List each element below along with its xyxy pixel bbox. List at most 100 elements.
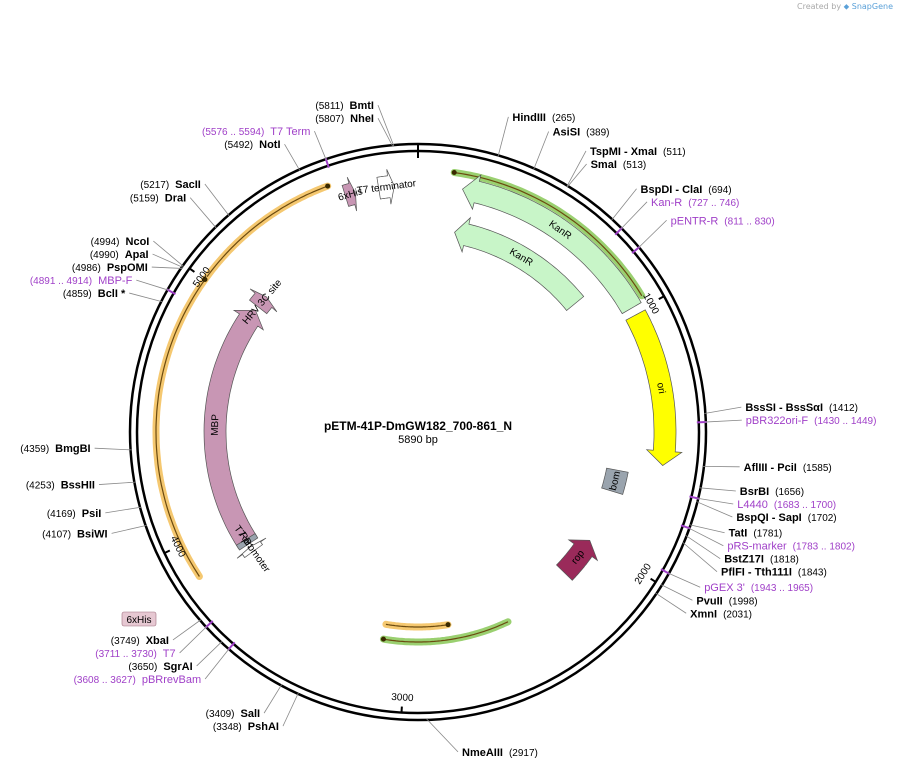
enzyme-label-asisi[interactable]: AsiSI(389) <box>553 126 610 138</box>
enzyme-label-nmeaiii[interactable]: NmeAIII(2917) <box>462 747 538 759</box>
enzyme-name: BspDI - ClaI <box>641 184 703 196</box>
enzyme-label-bspdi-clai[interactable]: BspDI - ClaI(694) <box>641 184 732 196</box>
enzyme-label-bsiwi[interactable]: BsiWI(4107) <box>42 528 107 540</box>
enzyme-position: (4990) <box>90 250 119 261</box>
enzyme-label-xmni[interactable]: XmnI(2031) <box>690 608 752 620</box>
primer-label-pentr-r[interactable]: pENTR-R (811 .. 830) <box>671 215 775 227</box>
enzyme-position: (3348) <box>213 722 242 733</box>
enzyme-label-psii[interactable]: PsiI(4169) <box>47 508 101 520</box>
feature-ori[interactable] <box>625 309 683 466</box>
label-leader-line <box>153 240 184 267</box>
enzyme-name: BspQI - SapI <box>736 512 801 524</box>
enzyme-label-tspmi-xmai[interactable]: TspMI - XmaI(511) <box>590 146 686 158</box>
primer-label-t7[interactable]: T7(3711 .. 3730) <box>95 648 175 660</box>
extra-6xhis-label: 6xHis <box>121 611 157 627</box>
orf-arrow-tip <box>445 622 451 628</box>
label-leader-line <box>533 131 549 170</box>
enzyme-label-drai[interactable]: DraI(5159) <box>130 193 186 205</box>
enzyme-name: SgrAI <box>163 661 192 673</box>
orf-arc-line <box>454 171 643 297</box>
enzyme-label-smai[interactable]: SmaI(513) <box>591 159 647 171</box>
enzyme-label-sali[interactable]: SalI(3409) <box>206 708 260 720</box>
primer-label-pgex-3[interactable]: pGEX 3'(1943 .. 1965) <box>704 582 813 594</box>
label-leader-line <box>637 219 667 249</box>
label-leader-line <box>204 183 230 217</box>
enzyme-name: HindIII <box>512 112 546 124</box>
label-leader-line <box>688 527 724 547</box>
enzyme-position: (513) <box>623 160 646 171</box>
enzyme-name: PvuII <box>696 595 722 607</box>
enzyme-label-sacii[interactable]: SacII(5217) <box>140 179 201 191</box>
enzyme-label-pvuii[interactable]: PvuII(1998) <box>696 595 757 607</box>
primer-label-pbr322ori-f[interactable]: pBR322ori-F(1430 .. 1449) <box>746 415 877 427</box>
enzyme-label-bstz17i[interactable]: BstZ17I(1818) <box>724 554 799 566</box>
feature-t7-promoter[interactable] <box>236 537 267 559</box>
feature-bom[interactable] <box>601 467 629 495</box>
enzyme-name: AflIII - PciI <box>744 462 797 474</box>
enzyme-label-hindiii[interactable]: HindIII(265) <box>512 112 575 124</box>
enzyme-position: (1818) <box>770 555 799 566</box>
primer-name: pBR322ori-F <box>746 415 809 427</box>
orf-arc-halo <box>152 276 209 580</box>
label-leader-line <box>284 143 301 171</box>
feature-mbp[interactable] <box>203 309 265 549</box>
feature-hrv-3c-site[interactable] <box>249 288 278 315</box>
enzyme-label-bcli[interactable]: BclI *(4859) <box>63 288 126 300</box>
primer-range: (1943 .. 1965) <box>751 583 813 594</box>
enzyme-label-noti[interactable]: NotI(5492) <box>224 139 280 151</box>
primer-range: (811 .. 830) <box>724 216 774 227</box>
primer-label-mbp-f[interactable]: MBP-F(4891 .. 4914) <box>30 275 133 287</box>
label-leader-line <box>567 163 587 188</box>
primer-name: MBP-F <box>98 275 133 287</box>
primer-label-prs-marker[interactable]: pRS-marker(1783 .. 1802) <box>727 541 855 553</box>
label-leader-line <box>94 447 132 451</box>
enzyme-label-bmti[interactable]: BmtI(5811) <box>315 100 374 112</box>
enzyme-name: NheI <box>350 113 374 125</box>
enzyme-position: (3409) <box>206 709 235 720</box>
feature-rbs[interactable] <box>235 532 259 551</box>
primer-name: pRS-marker <box>727 541 787 553</box>
snapgene-credit: Created by ⬥ SnapGene <box>797 2 893 12</box>
enzyme-position: (511) <box>663 147 686 158</box>
orf-arrow-tip <box>380 636 386 642</box>
enzyme-position: (1585) <box>803 463 832 474</box>
feature-kanr[interactable] <box>462 174 642 315</box>
plasmid-length: 5890 bp <box>398 434 438 446</box>
enzyme-label-tati[interactable]: TatI(1781) <box>729 528 783 540</box>
feature-rop[interactable] <box>556 539 599 581</box>
enzyme-label-ncoi[interactable]: NcoI(4994) <box>91 236 150 248</box>
primer-label-pbrrevbam[interactable]: pBRrevBam(3608 .. 3627) <box>74 674 202 686</box>
enzyme-name: XmnI <box>690 608 717 620</box>
label-leader-line <box>111 524 147 534</box>
feature-kanr[interactable] <box>454 216 585 311</box>
enzyme-label-bsrbi[interactable]: BsrBI(1656) <box>740 486 804 498</box>
primer-label-l4440[interactable]: L4440(1683 .. 1700) <box>737 499 836 511</box>
label-leader-line <box>377 105 395 147</box>
primer-label-t7-term[interactable]: T7 Term(5576 .. 5594) <box>202 126 310 138</box>
enzyme-label-bsssi-bsss-i[interactable]: BssSI - BssSαI(1412) <box>745 402 858 414</box>
snapgene-logo-icon: ⬥ <box>843 2 850 11</box>
enzyme-position: (3650) <box>128 662 157 673</box>
enzyme-label-pflfi-tth111i[interactable]: PflFI - Tth111I(1843) <box>721 567 827 579</box>
leader-layer <box>94 105 742 753</box>
enzyme-label-pspomi[interactable]: PspOMI(4986) <box>72 262 148 274</box>
enzyme-label-afliii-pcii[interactable]: AflIII - PciI (1585) <box>744 462 832 474</box>
enzyme-label-nhei[interactable]: NheI(5807) <box>315 113 374 125</box>
enzyme-label-sgrai[interactable]: SgrAI (3650) <box>128 661 192 673</box>
label-leader-line <box>682 542 718 573</box>
enzyme-label-apai[interactable]: ApaI(4990) <box>90 249 149 261</box>
enzyme-label-bmgbi[interactable]: BmgBI(4359) <box>20 443 90 455</box>
enzyme-label-pshai[interactable]: PshAI(3348) <box>213 721 279 733</box>
enzyme-label-xbai[interactable]: XbaI(3749) <box>111 635 169 647</box>
enzyme-position: (1412) <box>829 403 858 414</box>
enzyme-label-bsshii[interactable]: BssHII(4253) <box>26 480 95 492</box>
feature-t7-terminator[interactable] <box>376 169 395 205</box>
feature-6xhis[interactable] <box>341 176 357 212</box>
orf-arrow-tip <box>202 276 208 282</box>
enzyme-name: BsrBI <box>740 486 769 498</box>
enzyme-label-bspqi-sapi[interactable]: BspQI - SapI(1702) <box>736 512 836 524</box>
label-leader-line <box>179 626 208 654</box>
primer-name: pENTR-R <box>671 215 719 227</box>
primer-label-kan-r[interactable]: Kan-R(727 .. 746) <box>651 197 739 209</box>
label-leader-line <box>697 497 734 505</box>
